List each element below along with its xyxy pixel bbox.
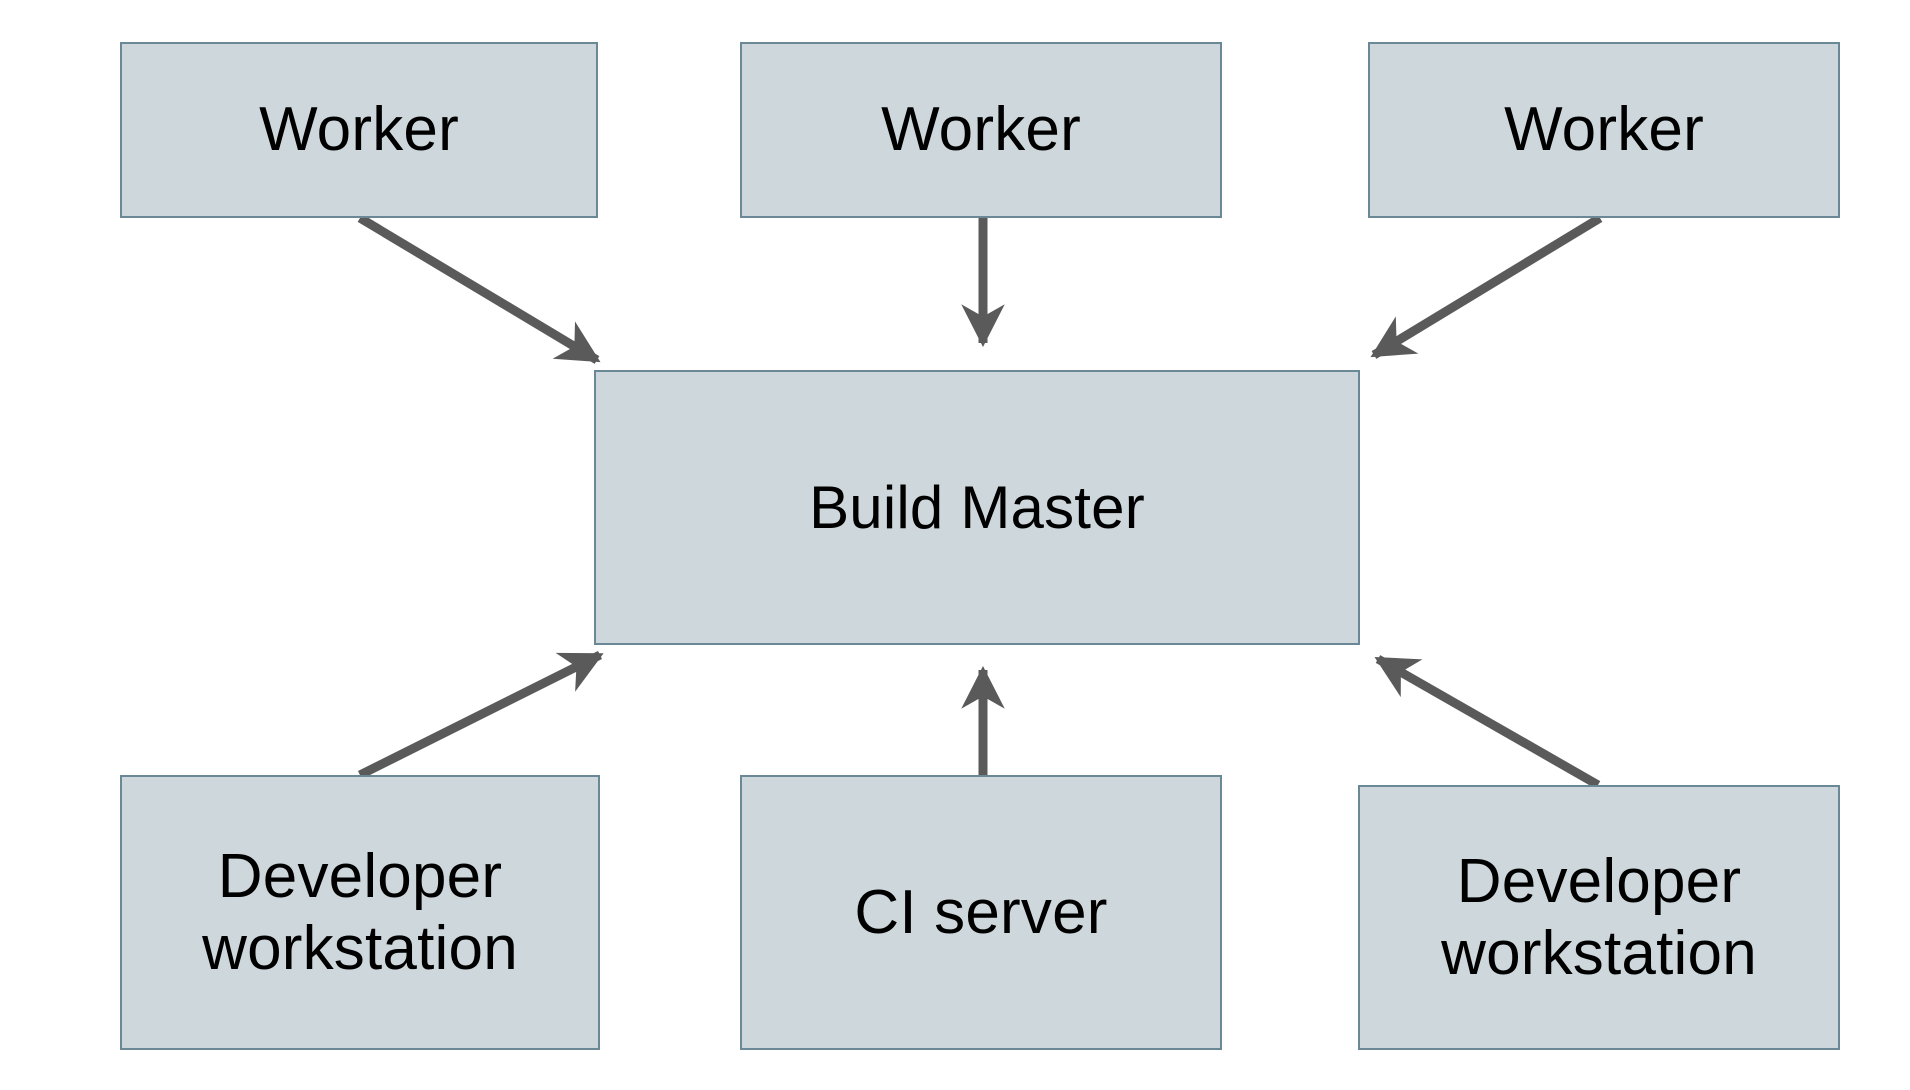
node-developer-workstation-left[interactable]: Developer workstation: [120, 775, 600, 1050]
node-worker-right[interactable]: Worker: [1368, 42, 1840, 218]
node-worker-mid[interactable]: Worker: [740, 42, 1222, 218]
node-build-master[interactable]: Build Master: [594, 370, 1360, 645]
node-worker-mid-label: Worker: [881, 95, 1081, 165]
edge-dev-right-to-master: [1374, 655, 1601, 789]
node-developer-workstation-right-label: Developer workstation: [1441, 846, 1757, 988]
node-developer-workstation-right[interactable]: Developer workstation: [1358, 785, 1840, 1050]
node-developer-workstation-left-label: Developer workstation: [202, 841, 518, 983]
node-build-master-label: Build Master: [809, 473, 1145, 541]
edge-worker-right-to-master: [1370, 214, 1603, 359]
node-worker-right-label: Worker: [1504, 95, 1704, 165]
node-worker-left[interactable]: Worker: [120, 42, 598, 218]
node-worker-left-label: Worker: [259, 95, 459, 165]
node-ci-server[interactable]: CI server: [740, 775, 1222, 1050]
node-ci-server-label: CI server: [854, 877, 1108, 947]
edge-worker-left-to-master: [357, 214, 601, 364]
edge-dev-left-to-master: [357, 650, 604, 780]
